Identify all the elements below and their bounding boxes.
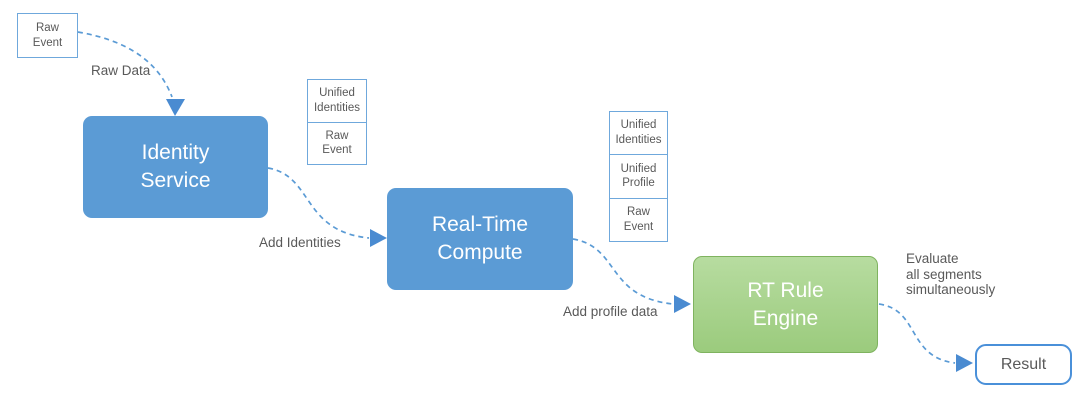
stack-cell-raw-event: Raw Event <box>308 121 366 165</box>
stack-cell-unified-identities: Unified Identities <box>615 119 662 147</box>
identity-service-node: Identity Service <box>83 116 268 218</box>
arrow-evaluate <box>878 303 956 364</box>
arrowhead-evaluate-icon <box>956 354 973 372</box>
identity-output-stack: Unified Identities Raw Event <box>307 79 367 165</box>
rt-rule-engine-node: RT Rule Engine <box>693 256 878 353</box>
compute-output-stack: Unified Identities Unified Profile Raw E… <box>609 111 668 242</box>
arrowhead-raw-data-icon <box>166 99 185 116</box>
real-time-compute-node: Real-Time Compute <box>387 188 573 290</box>
edge-label-add-profile-data: Add profile data <box>563 304 658 319</box>
arrow-add-identities <box>267 167 370 239</box>
arrowhead-add-profile-data-icon <box>674 295 691 313</box>
raw-event-node: Raw Event <box>17 13 78 58</box>
edge-label-add-identities: Add Identities <box>259 235 341 250</box>
edge-label-raw-data: Raw Data <box>91 63 151 78</box>
stack-cell-unified-profile: Unified Profile <box>610 154 667 197</box>
stack-cell-unified-identities: Unified Identities <box>313 87 361 114</box>
result-node: Result <box>975 344 1072 385</box>
arrowhead-add-identities-icon <box>370 229 387 247</box>
arrow-add-profile-data <box>572 238 674 305</box>
edge-label-evaluate: Evaluate all segments simultaneously <box>906 251 996 298</box>
stack-cell-raw-event: Raw Event <box>610 197 667 241</box>
